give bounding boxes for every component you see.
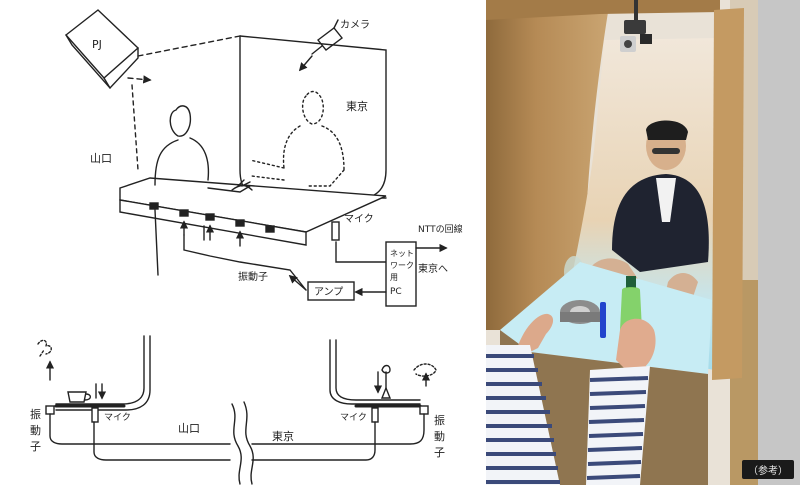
left-cable — [49, 413, 231, 445]
striped-shirt-arm — [486, 345, 650, 485]
projector-icon: PJ — [64, 9, 140, 90]
right-hand — [616, 318, 656, 374]
right-screen-curve — [329, 339, 421, 405]
lower-left-mic-label: マイク — [104, 412, 131, 423]
right-vibrator-label-2: 動 — [434, 429, 445, 443]
hand-gesture — [231, 179, 253, 191]
projection-ray-down — [131, 84, 139, 171]
photo-right-margin — [758, 0, 800, 485]
left-vibration-burst — [37, 339, 52, 357]
left-vibrator-box — [45, 405, 55, 415]
right-screen-curve-inner — [335, 339, 421, 401]
coffee-cup-icon — [67, 391, 87, 403]
left-vibrator-label-3: 子 — [30, 440, 41, 453]
mic-icon — [331, 221, 340, 241]
flower-icon — [381, 364, 391, 389]
network-pc-box — [385, 241, 417, 307]
right-vibration-burst — [413, 363, 437, 377]
cup-handle — [84, 393, 92, 401]
amp-to-vibrator-arrow — [288, 274, 307, 291]
camera-label: カメラ — [340, 19, 370, 31]
label-tokyo: 東京 — [346, 99, 368, 113]
label-ntt-line: NTTの回線 — [418, 223, 463, 235]
right-vibrator-label-3: 子 — [434, 446, 445, 459]
hand-sketch-diagram: PJ カメラ — [64, 9, 463, 307]
screen-top-edge — [239, 35, 387, 199]
projection-ray-top — [137, 35, 241, 57]
left-screen-curve-inner — [55, 335, 151, 411]
label-vibrator: 振動子 — [238, 270, 268, 283]
left-vibrator-label-1: 振 — [30, 407, 41, 421]
pc-label-2: ワーク — [390, 261, 414, 270]
left-mic-cable — [93, 421, 231, 461]
desk-vibrators — [149, 202, 275, 233]
lower-schematic — [37, 335, 437, 485]
booth-photo — [486, 0, 800, 485]
left-screen-curve — [55, 335, 145, 405]
amp-box — [307, 281, 355, 301]
ceiling-camera-icon — [620, 0, 652, 52]
label-amp: アンプ — [314, 286, 343, 298]
right-cable — [251, 413, 425, 445]
blue-pen — [600, 302, 606, 338]
camera-arrow — [298, 55, 313, 72]
screen-left-edge — [239, 35, 387, 201]
label-yamaguchi: 山口 — [90, 152, 112, 165]
left-vibrator-label-2: 動 — [30, 423, 41, 437]
pc-label-3: 用 — [390, 273, 398, 282]
person-yamaguchi — [154, 105, 251, 276]
projection-ray-arrow — [127, 75, 152, 84]
right-mic-cable — [251, 421, 376, 461]
mic-wire — [335, 241, 387, 263]
vase-icon — [380, 386, 392, 399]
right-vibrator-box — [419, 405, 429, 415]
person-tokyo-projection — [249, 90, 345, 187]
right-vibrator-label-1: 振 — [434, 413, 445, 427]
label-mic: マイク — [344, 213, 374, 225]
network-break-left — [231, 403, 242, 485]
booth-top-beam — [486, 0, 720, 20]
reference-caption: （参考） — [742, 460, 794, 479]
projector-label: PJ — [92, 38, 102, 51]
booth-right-frame — [712, 8, 744, 380]
sound-arrow-left — [96, 383, 102, 398]
left-mic-icon — [91, 407, 99, 423]
camera-icon — [311, 19, 343, 55]
label-to-tokyo: 東京へ — [418, 262, 448, 275]
desk-top — [119, 177, 387, 233]
lower-right-mic-label: マイク — [340, 412, 367, 423]
lower-label-yamaguchi: 山口 — [178, 422, 200, 435]
right-mic-icon — [371, 407, 379, 423]
vibrator-wire — [183, 234, 307, 291]
network-break-right — [243, 401, 254, 485]
pc-label-4: PC — [390, 287, 402, 297]
lower-label-tokyo: 東京 — [272, 429, 294, 443]
pc-label-1: ネット — [390, 249, 414, 258]
tape-roll — [560, 300, 600, 324]
